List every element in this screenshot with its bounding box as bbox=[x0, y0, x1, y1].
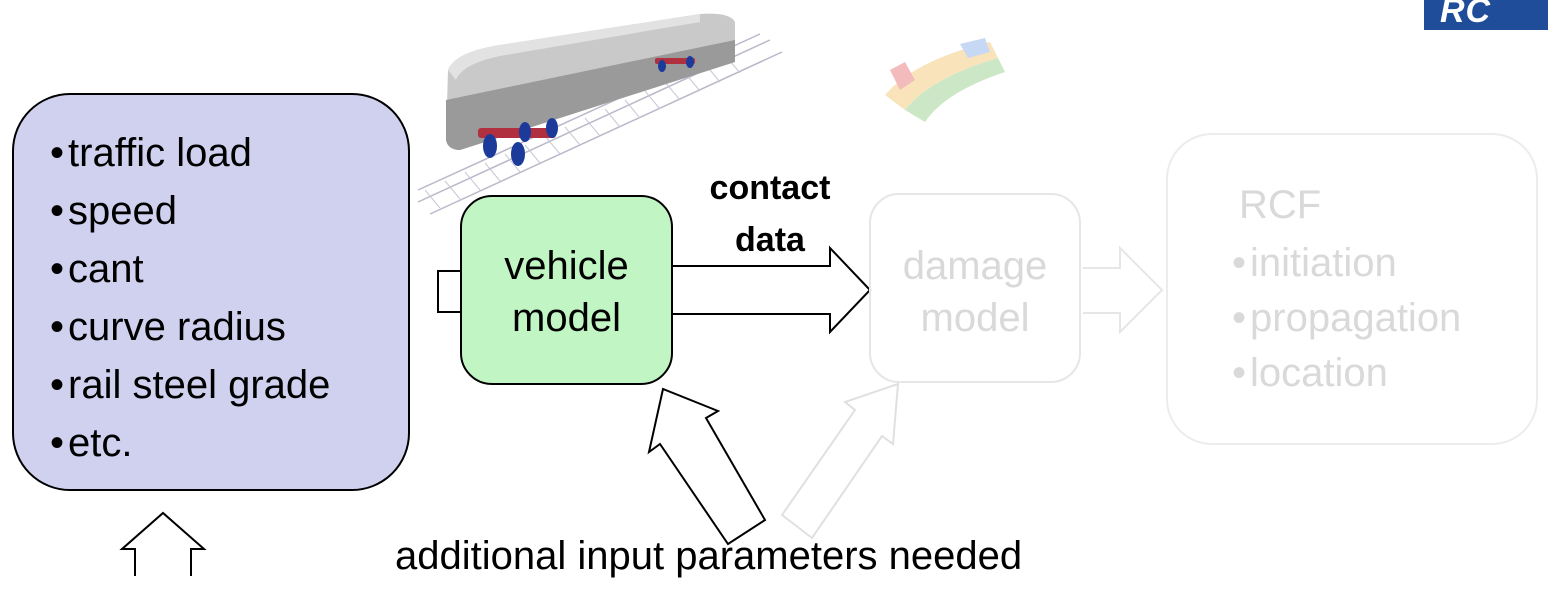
logo bbox=[1424, 0, 1548, 30]
damage-model-box bbox=[869, 193, 1081, 383]
contact-data-line2: data bbox=[735, 221, 805, 259]
vehicle-model-label: vehicle model bbox=[460, 240, 673, 344]
list-item: rail steel grade bbox=[50, 356, 330, 414]
list-item: etc. bbox=[50, 414, 330, 472]
list-item: propagation bbox=[1232, 291, 1461, 346]
list-item: traffic load bbox=[50, 124, 330, 182]
input-connector-arrow bbox=[437, 270, 460, 313]
list-item: curve radius bbox=[50, 298, 330, 356]
rcf-title: RCF bbox=[1239, 183, 1322, 227]
list-item: initiation bbox=[1232, 236, 1461, 291]
contact-data-label: contact data bbox=[690, 162, 850, 266]
up-arrow-inputs bbox=[119, 511, 207, 576]
damage-to-rcf-arrow bbox=[1083, 245, 1164, 335]
additional-parameters-note: additional input parameters needed bbox=[395, 534, 1023, 578]
input-parameters-list: traffic load speed cant curve radius rai… bbox=[50, 124, 330, 472]
list-item: cant bbox=[50, 240, 330, 298]
contact-data-line1: contact bbox=[709, 169, 831, 207]
additional-input-arrow-damage bbox=[780, 382, 900, 540]
rcf-list: initiation propagation location bbox=[1232, 236, 1461, 401]
list-item: location bbox=[1232, 346, 1461, 401]
list-item: speed bbox=[50, 182, 330, 240]
vehicle-model-line1: vehicle bbox=[504, 244, 629, 288]
rcf-box bbox=[1166, 133, 1538, 445]
logo-text: RC bbox=[1440, 0, 1492, 30]
damage-model-line1: damage bbox=[902, 244, 1048, 288]
damage-model-line2: model bbox=[920, 296, 1030, 340]
damage-model-label: damage model bbox=[869, 240, 1081, 344]
vehicle-model-line2: model bbox=[512, 296, 621, 340]
vehicle-model-box bbox=[460, 195, 673, 385]
additional-input-arrow-vehicle bbox=[647, 387, 767, 546]
